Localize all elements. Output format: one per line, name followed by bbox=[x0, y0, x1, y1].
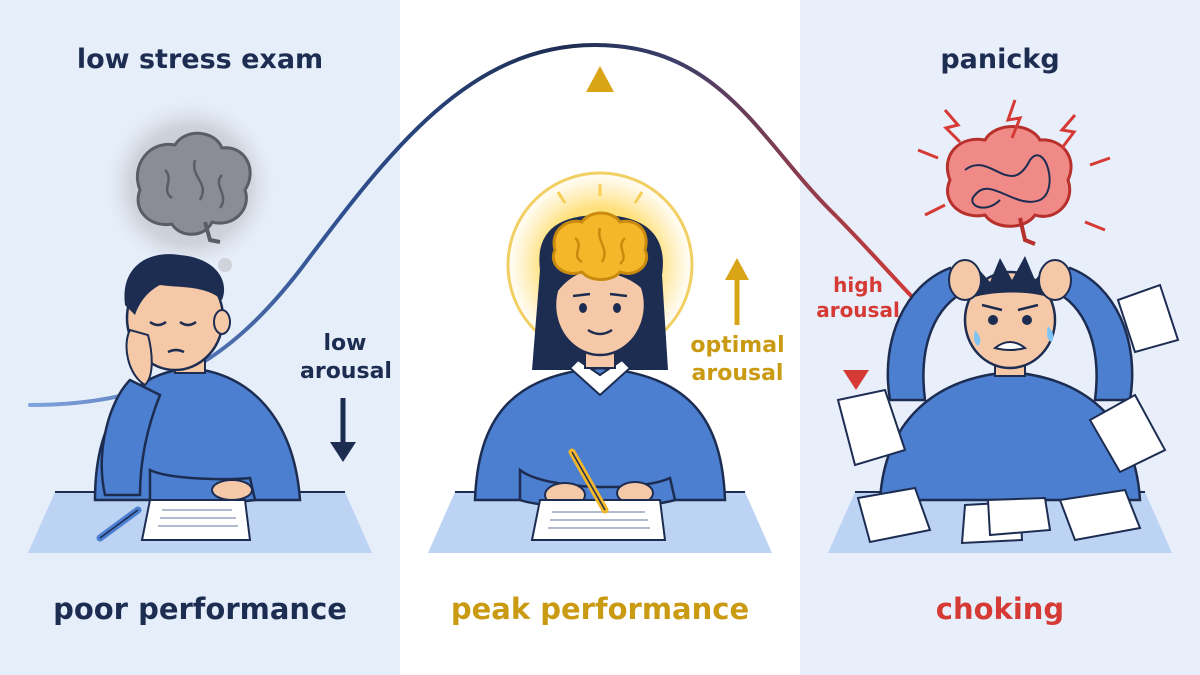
left-heading: low stress exam bbox=[76, 44, 324, 75]
high-arousal-line1: high bbox=[833, 273, 883, 297]
panicking-student bbox=[836, 99, 1180, 545]
high-arousal-label: high arousal bbox=[808, 273, 908, 323]
performance-curve bbox=[28, 42, 922, 407]
tired-student bbox=[93, 100, 302, 542]
arrow-down-icon-red bbox=[843, 330, 869, 390]
thought-bubble-dot bbox=[218, 258, 232, 272]
right-heading: panickg bbox=[940, 44, 1060, 75]
arrow-down-icon bbox=[330, 275, 356, 462]
pencil-icon bbox=[96, 506, 142, 542]
arrow-up-icon bbox=[586, 66, 614, 155]
optimal-arousal-line1: optimal bbox=[690, 333, 785, 358]
right-caption: choking bbox=[935, 592, 1065, 626]
left-caption: poor performance bbox=[53, 592, 347, 626]
optimal-arousal-line2: arousal bbox=[691, 361, 784, 386]
glowing-brain-icon bbox=[551, 211, 649, 281]
brain-icon bbox=[135, 131, 252, 244]
optimal-arousal-label: optimal arousal bbox=[680, 332, 795, 388]
low-arousal-label: low arousal bbox=[300, 330, 392, 386]
arrow-up-icon-side bbox=[725, 258, 749, 458]
middle-caption: peak performance bbox=[450, 592, 750, 626]
tangled-brain-icon bbox=[946, 125, 1073, 246]
focused-student bbox=[473, 170, 727, 541]
low-arousal-line2: arousal bbox=[300, 359, 392, 384]
low-arousal-line1: low bbox=[323, 331, 367, 356]
high-arousal-line2: arousal bbox=[816, 298, 900, 322]
paper-icon bbox=[140, 499, 252, 541]
